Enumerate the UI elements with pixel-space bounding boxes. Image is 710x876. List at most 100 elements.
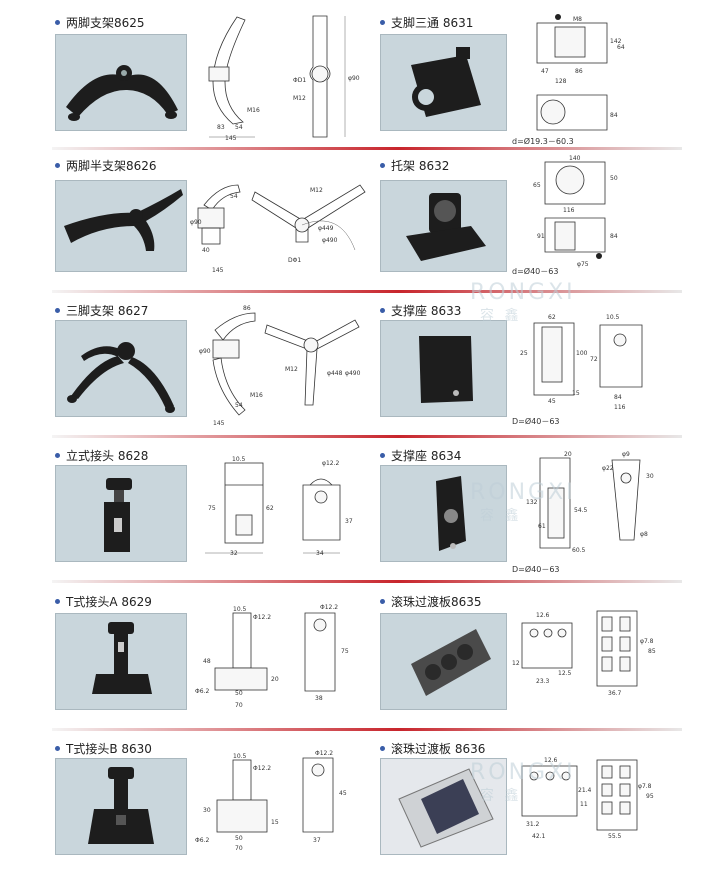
diameter-caption: D=Ø40－63: [512, 417, 560, 426]
section-title-8636: 滚珠过渡板 8636: [380, 740, 485, 757]
section-title-8625: 两脚支架8625: [55, 14, 145, 31]
dim-label: 30: [203, 807, 211, 814]
dim-label: DΦ1: [288, 257, 301, 264]
watermark-text: RONGXI: [470, 280, 576, 305]
dim-label: φ22: [602, 465, 614, 472]
dim-label: 31.2: [526, 821, 540, 828]
product-photo-8634: [380, 465, 507, 562]
title-text: 支撑座 8634: [391, 449, 462, 463]
dim-label: M12: [293, 95, 306, 102]
dim-label: 116: [563, 207, 575, 214]
bullet-icon: [55, 20, 60, 25]
dim-label: Φ12.2: [253, 614, 271, 621]
dim-label: 20: [271, 676, 279, 683]
dim-label: 10.5: [233, 606, 247, 613]
watermark-text: 容 鑫: [480, 508, 522, 524]
t-connector-a-icon: [92, 622, 152, 694]
dim-label: 12.6: [544, 757, 558, 764]
dim-label: 45: [339, 790, 347, 797]
drawing-8627: 86 φ90 54 M16 145 M12 φ448 φ490: [199, 305, 361, 427]
dim-label: φ448: [327, 370, 343, 377]
dim-label: 145: [213, 420, 225, 427]
dim-label: 23.3: [536, 678, 550, 685]
dim-label: 84: [610, 233, 618, 240]
dim-label: 30: [646, 473, 654, 480]
dim-label: ΦD1: [293, 77, 306, 84]
bullet-icon: [380, 453, 385, 458]
section-title-8632: 托架 8632: [380, 157, 449, 174]
dim-label: 32: [230, 550, 238, 557]
dim-label: 132: [526, 499, 538, 506]
title-text: 两脚半支架8626: [66, 159, 157, 173]
dim-label: 45: [548, 398, 556, 405]
dim-label: 12: [512, 660, 520, 667]
dim-label: Φ12.2: [253, 765, 271, 772]
dim-label: 84: [614, 394, 622, 401]
dim-label: φ8: [640, 531, 648, 538]
drawing-8633: 62 25 100 45 15 10.5 72 84 116: [520, 314, 643, 411]
dim-label: φ449: [318, 225, 334, 232]
section-title-8630: T式接头B 8630: [55, 740, 152, 757]
product-photo-8626: [55, 180, 187, 272]
dim-label: 10.5: [606, 314, 620, 321]
dim-label: 86: [575, 68, 583, 75]
bracket-holder-icon: [406, 193, 486, 261]
section-title-8628: 立式接头 8628: [55, 447, 148, 464]
section-title-8633: 支撑座 8633: [380, 302, 461, 319]
product-photo-8627: [55, 320, 187, 417]
dim-label: Φ12.2: [320, 604, 338, 611]
bipod-stand-icon: [66, 65, 178, 121]
drawing-8629: 10.5 Φ12.2 48 20 50 70 Φ6.2 Φ12.2 75 38: [195, 604, 349, 709]
drawing-8632: 140 65 116 50 91 84 φ75: [533, 155, 618, 268]
dim-label: 60.5: [572, 547, 586, 554]
dim-label: Φ6.2: [195, 837, 209, 844]
title-text: 托架 8632: [391, 159, 450, 173]
bullet-icon: [380, 599, 385, 604]
angled-support-icon: [436, 476, 466, 551]
dim-label: 61: [538, 523, 546, 530]
title-text: T式接头A 8629: [66, 595, 152, 609]
dim-label: 12.6: [536, 612, 550, 619]
section-title-8634: 支撑座 8634: [380, 447, 461, 464]
dim-label: 72: [590, 356, 598, 363]
dim-label: 11: [580, 801, 588, 808]
dim-label: 36.7: [608, 690, 622, 697]
dim-label: 15: [572, 390, 580, 397]
dim-label: Φ12.2: [315, 750, 333, 757]
dim-label: φ490: [345, 370, 361, 377]
dim-label: 145: [225, 135, 237, 142]
dim-label: 50: [610, 175, 618, 182]
dim-label: φ75: [577, 261, 589, 268]
title-text: 两脚支架8625: [66, 16, 145, 30]
section-title-8627: 三脚支架 8627: [55, 302, 148, 319]
bullet-icon: [380, 20, 385, 25]
product-photo-8630: [55, 758, 187, 855]
dim-label: 20: [564, 451, 572, 458]
title-text: 滚珠过渡板8635: [391, 595, 482, 609]
watermark-text: 容 鑫: [480, 788, 522, 804]
half-bipod-icon: [64, 189, 183, 251]
dim-label: 42.1: [532, 833, 546, 840]
section-divider: [52, 435, 682, 438]
dim-label: 10.5: [232, 456, 246, 463]
title-text: 滚珠过渡板 8636: [391, 742, 486, 756]
product-photo-8625: [55, 34, 187, 131]
dim-label: 70: [235, 702, 243, 709]
product-photo-8629: [55, 613, 187, 710]
title-text: 支撑座 8633: [391, 304, 462, 318]
dim-label: 12.5: [558, 670, 572, 677]
product-photo-8631: [380, 34, 507, 131]
product-photo-8633: [380, 320, 507, 417]
dim-label: φ7.8: [640, 638, 654, 645]
dim-label: 38: [315, 695, 323, 702]
dim-label: M12: [285, 366, 298, 373]
section-title-8626: 两脚半支架8626: [55, 157, 157, 174]
dim-label: M16: [247, 107, 260, 114]
dim-label: M16: [250, 392, 263, 399]
dim-label: 62: [548, 314, 556, 321]
watermark-text: RONGXI: [470, 480, 576, 505]
dim-label: 85: [648, 648, 656, 655]
dim-label: 84: [610, 112, 618, 119]
dim-label: 100: [576, 350, 588, 357]
drawing-8635: 12.6 12 12.5 23.3 φ7.8 85 36.7: [512, 610, 656, 697]
